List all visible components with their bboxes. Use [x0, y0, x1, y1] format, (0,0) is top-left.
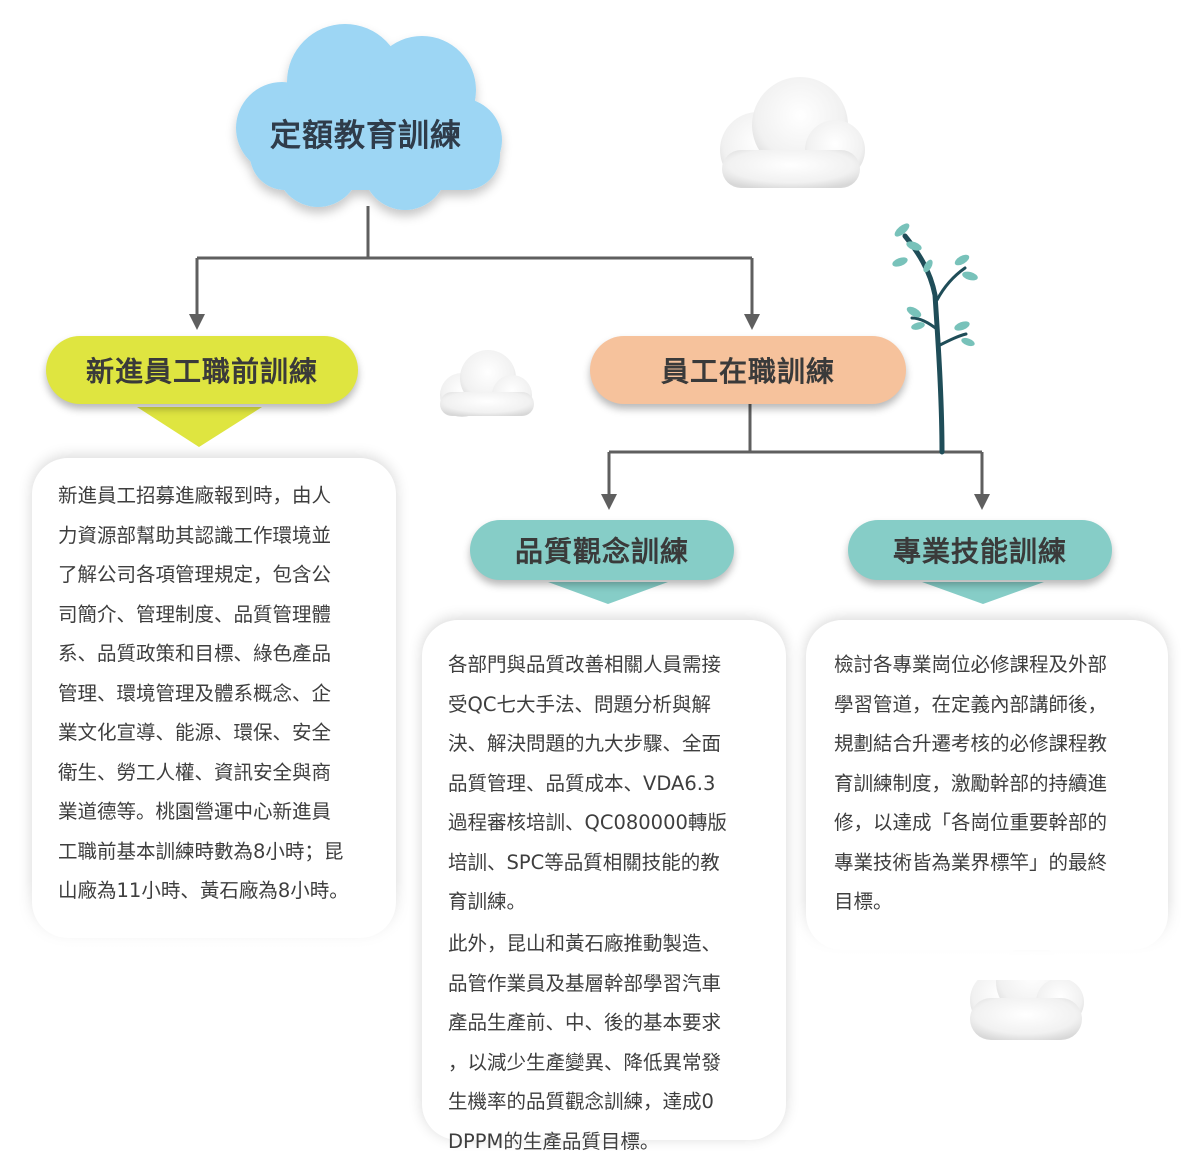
new-employee-line: 管理、環境管理及體系概念、企 — [58, 674, 388, 714]
quality-p1-line: 培訓、SPC等品質相關技能的教 — [448, 843, 778, 883]
professional-line: 修，以達成「各崗位重要幹部的 — [834, 803, 1164, 843]
quality-p1-line: 育訓練。 — [448, 882, 778, 922]
tree-illustration — [891, 221, 979, 452]
professional-line: 檢討各專業崗位必修課程及外部 — [834, 645, 1164, 685]
pill-on-job-label: 員工在職訓練 — [661, 350, 835, 390]
quality-p1-line: 決、解決問題的九大步驟、全面 — [448, 724, 778, 764]
quality-p2-line: 品管作業員及基層幹部學習汽車 — [448, 964, 778, 1004]
new-employee-line: 新進員工招募進廠報到時，由人 — [58, 476, 388, 516]
pill-quality-training: 品質觀念訓練 — [470, 520, 734, 580]
pill-new-employee-training: 新進員工職前訓練 — [46, 336, 358, 404]
quality-p1-line: 過程審核培訓、QC080000轉版 — [448, 803, 778, 843]
cloud-decoration-top-right — [720, 77, 865, 188]
pill-quality-label: 品質觀念訓練 — [515, 530, 689, 570]
professional-line: 學習管道，在定義內部講師後， — [834, 685, 1164, 725]
quality-p1-line: 品質管理、品質成本、VDA6.3 — [448, 764, 778, 804]
pointer-triangle-professional — [922, 582, 1044, 604]
text-new-employee: 新進員工招募進廠報到時，由人力資源部幫助其認識工作環境並了解公司各項管理規定，包… — [58, 476, 388, 911]
new-employee-line: 了解公司各項管理規定，包含公 — [58, 555, 388, 595]
quality-p2-line: ，以減少生產變異、降低異常發 — [448, 1043, 778, 1083]
new-employee-line: 司簡介、管理制度、品質管理體 — [58, 595, 388, 635]
new-employee-line: 衛生、勞工人權、資訊安全與商 — [58, 753, 388, 793]
text-quality-paragraph-2: 此外，昆山和黃石廠推動製造、品管作業員及基層幹部學習汽車產品生產前、中、後的基本… — [448, 924, 778, 1161]
quality-p2-line: 產品生產前、中、後的基本要求 — [448, 1003, 778, 1043]
new-employee-line: 業道德等。桃園營運中心新進員 — [58, 792, 388, 832]
text-quality-paragraph-1: 各部門與品質改善相關人員需接受QC七大手法、問題分析與解決、解決問題的九大步驟、… — [448, 645, 778, 922]
professional-line: 目標。 — [834, 882, 1164, 922]
professional-line: 育訓練制度，激勵幹部的持續進 — [834, 764, 1164, 804]
pill-on-job-training: 員工在職訓練 — [590, 336, 906, 404]
new-employee-line: 系、品質政策和目標、綠色產品 — [58, 634, 388, 674]
new-employee-line: 力資源部幫助其認識工作環境並 — [58, 516, 388, 556]
text-professional: 檢討各專業崗位必修課程及外部學習管道，在定義內部講師後，規劃結合升遷考核的必修課… — [834, 645, 1164, 922]
quality-p2-line: 此外，昆山和黃石廠推動製造、 — [448, 924, 778, 964]
quality-p1-line: 各部門與品質改善相關人員需接 — [448, 645, 778, 685]
pill-professional-training: 專業技能訓練 — [848, 520, 1112, 580]
professional-line: 專業技術皆為業界標竿」的最終 — [834, 843, 1164, 883]
professional-line: 規劃結合升遷考核的必修課程教 — [834, 724, 1164, 764]
quality-p1-line: 受QC七大手法、問題分析與解 — [448, 685, 778, 725]
new-employee-line: 業文化宣導、能源、環保、安全 — [58, 713, 388, 753]
pill-professional-label: 專業技能訓練 — [893, 530, 1067, 570]
pointer-triangle-quality — [548, 582, 668, 604]
cloud-decoration-middle — [440, 350, 534, 417]
new-employee-line: 工職前基本訓練時數為8小時；昆 — [58, 832, 388, 872]
root-title: 定額教育訓練 — [270, 110, 462, 155]
quality-p2-line: 生機率的品質觀念訓練，達成0 — [448, 1082, 778, 1122]
pill-new-employee-label: 新進員工職前訓練 — [86, 350, 318, 390]
quality-p2-line: DPPM的生產品質目標。 — [448, 1122, 778, 1161]
pointer-triangle-new-employee — [137, 407, 262, 447]
new-employee-line: 山廠為11小時、黃石廠為8小時。 — [58, 871, 388, 911]
